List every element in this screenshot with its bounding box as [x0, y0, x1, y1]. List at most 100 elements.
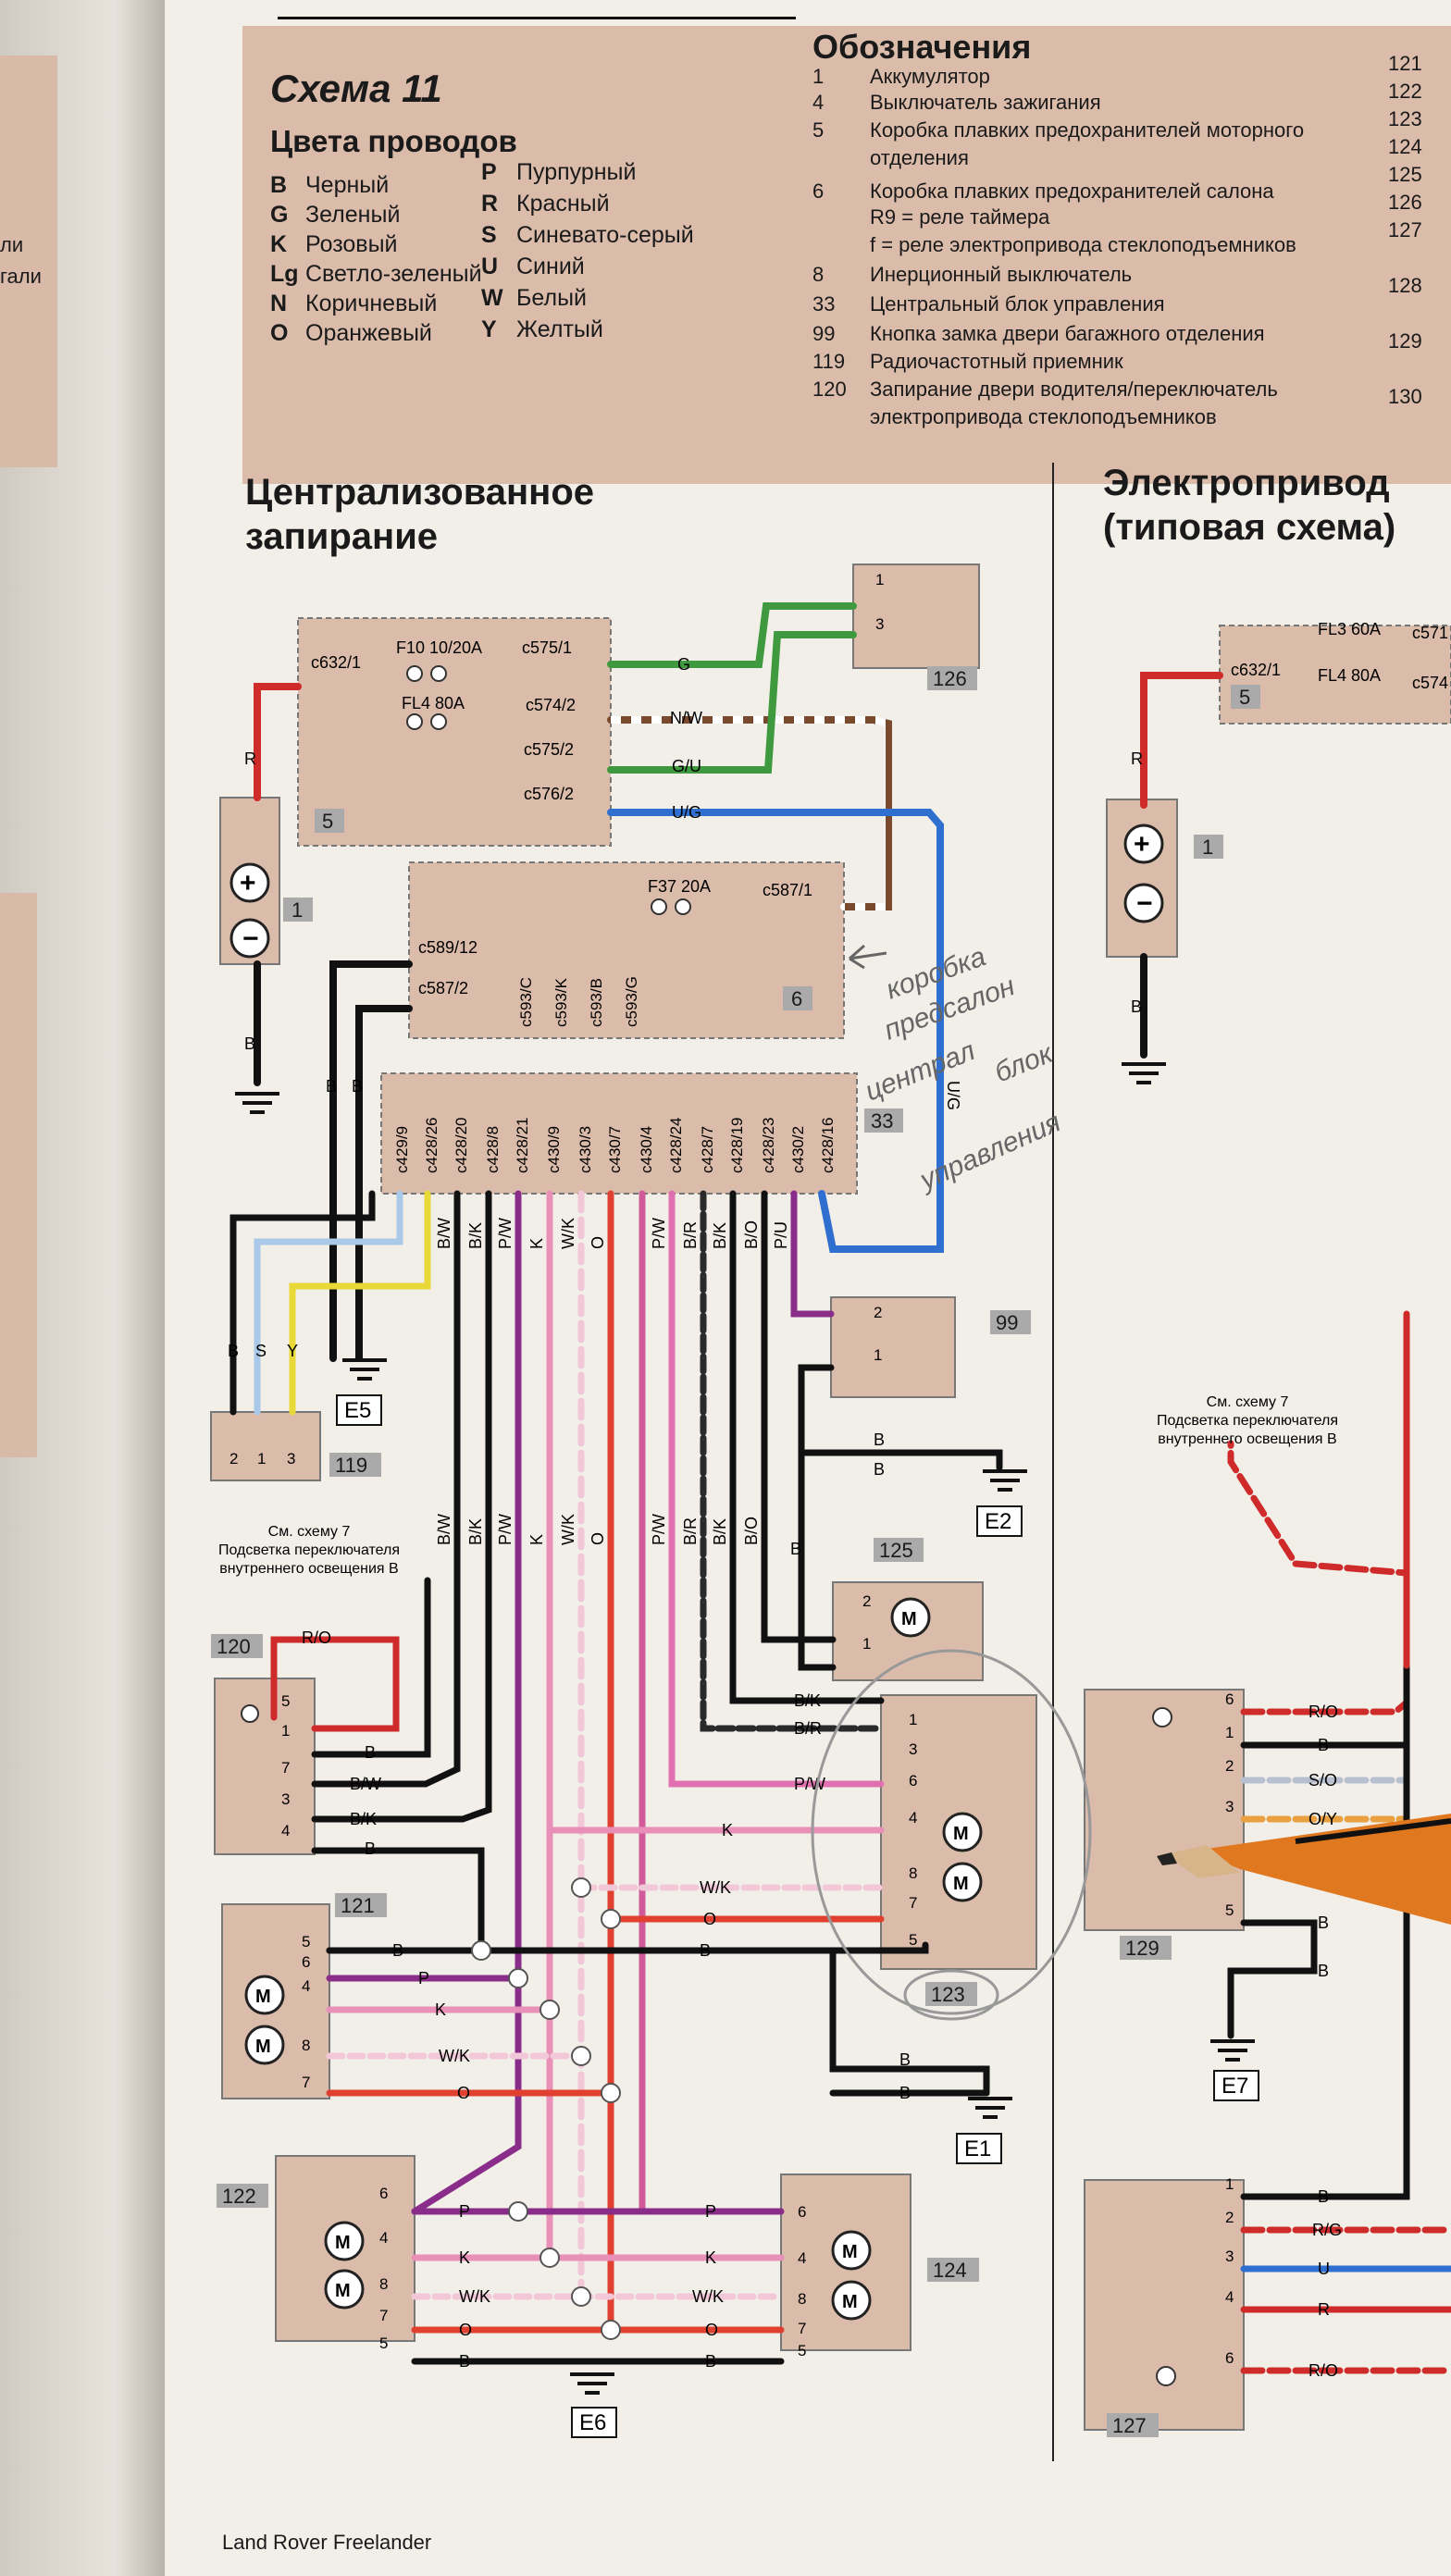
- svg-text:M: M: [842, 2242, 858, 2262]
- battery-plus-icon: [229, 862, 270, 903]
- legend-number: 128: [1388, 274, 1422, 297]
- bcm-pin: c430/7: [606, 1126, 624, 1173]
- wire-s: [254, 1190, 403, 1416]
- tag-129: 129: [1125, 1937, 1160, 1960]
- svg-text:4: 4: [379, 2229, 388, 2247]
- splice-points: [471, 1877, 621, 2340]
- svg-text:внутреннего освещения В: внутреннего освещения В: [219, 1561, 398, 1577]
- wire-label: B: [705, 2352, 716, 2371]
- ground-e5: E5: [344, 1398, 371, 1423]
- ground-e7: E7: [1222, 2074, 1248, 2099]
- left-page-text-fragment: ли: [0, 233, 24, 256]
- tag-124: 124: [933, 2259, 967, 2282]
- tag-right-1: 1: [1202, 836, 1213, 859]
- svg-text:6: 6: [302, 1953, 310, 1971]
- wire-label: K: [435, 2000, 446, 2019]
- svg-text:См. схему 7: См. схему 7: [268, 1524, 351, 1540]
- ground-icon: [235, 1092, 279, 1114]
- bcm-pin: c428/8: [484, 1126, 502, 1173]
- svg-text:6: 6: [1225, 1690, 1234, 1708]
- wire-label: R/O: [302, 1629, 331, 1647]
- right-battery-1: [1106, 799, 1178, 958]
- left-page-tan-block: [0, 56, 57, 467]
- wire-bk-123: [729, 1190, 885, 1704]
- svg-text:1: 1: [1225, 2175, 1234, 2193]
- tailgate-button-126: [852, 564, 980, 669]
- legend-number: 123: [1388, 107, 1422, 130]
- ground-icon: [570, 2372, 614, 2395]
- tag-125: 125: [879, 1539, 913, 1562]
- wire-bk: [311, 1190, 492, 1823]
- bcm-pin: c429/9: [393, 1126, 411, 1173]
- connector-c593-c: c593/C: [517, 977, 535, 1027]
- fuse-fl4: FL4 80A: [402, 694, 465, 712]
- wire-label: K: [705, 2248, 716, 2267]
- motor-icon: M: [244, 1975, 285, 2015]
- wire-battery-red: [254, 683, 302, 801]
- wire-label: K: [527, 1534, 546, 1545]
- right-connector-c574: c574: [1412, 674, 1448, 692]
- connector-labels: c632/1 c575/1 c574/2 c575/2 c576/2 c587/…: [311, 624, 1448, 997]
- wire-label: B: [1318, 1962, 1329, 1980]
- wire-label: U/G: [944, 1081, 962, 1110]
- wire-ro-129: [1227, 1440, 1410, 1715]
- wire-b-125: [798, 1440, 837, 1671]
- svg-text:внутреннего освещения В: внутреннего освещения В: [1158, 1431, 1336, 1447]
- svg-text:1: 1: [874, 1346, 882, 1364]
- wire-label: B: [1318, 1913, 1329, 1932]
- svg-text:6: 6: [1225, 2349, 1234, 2367]
- wire-label: B: [228, 1342, 239, 1360]
- svg-text:1: 1: [257, 1450, 266, 1468]
- handwritten-note: блок: [990, 1037, 1058, 1088]
- svg-text:7: 7: [281, 1759, 290, 1777]
- wire-nw: [607, 716, 892, 910]
- wire-pu: [790, 1190, 835, 1318]
- ground-icon: [1122, 1062, 1166, 1084]
- wire-label: B/K: [350, 1810, 377, 1828]
- tag-33: 33: [871, 1109, 893, 1133]
- ground-e6: E6: [579, 2410, 606, 2435]
- motor-icon: M: [831, 2230, 872, 2271]
- section-title-power-windows: Электропривод(типовая схема): [1103, 463, 1396, 548]
- wire-label: B/R: [681, 1221, 700, 1249]
- lamp-icons: [241, 1704, 1176, 2386]
- svg-text:8: 8: [798, 2290, 806, 2308]
- motor-icon: M: [244, 2025, 285, 2065]
- svg-text:M: M: [335, 2233, 351, 2253]
- wires-bottom: [270, 1310, 1451, 2374]
- svg-text:7: 7: [302, 2074, 310, 2091]
- motor-icon: M: [324, 2269, 365, 2310]
- right-battery-red: [1140, 672, 1223, 809]
- legend-row: электропривода стеклоподъемников: [870, 405, 1217, 428]
- legend-number: 124: [1388, 135, 1422, 158]
- wire-label: B/W: [435, 1514, 453, 1545]
- wire-label: B: [700, 1941, 711, 1960]
- wire-label: K: [527, 1238, 546, 1249]
- ground-e2: E2: [985, 1509, 1011, 1534]
- svg-text:1: 1: [862, 1635, 871, 1653]
- svg-text:5: 5: [798, 2342, 806, 2359]
- tag-5: 5: [322, 810, 333, 833]
- wire-label: B/K: [711, 1518, 729, 1545]
- wire-label: P: [418, 1969, 429, 1988]
- connector-c593-g: c593/G: [623, 976, 640, 1027]
- wires-bundle: [229, 1190, 1003, 2334]
- engine-fusebox-5: [297, 617, 612, 847]
- top-rule: [278, 17, 796, 19]
- ground-symbols: [235, 1062, 1255, 2395]
- svg-text:M: M: [953, 1824, 969, 1844]
- legend-title: Обозначения: [812, 28, 1032, 66]
- tag-1: 1: [291, 898, 303, 922]
- connector-c575-1: c575/1: [522, 638, 572, 657]
- wire-label: R/G: [1312, 2221, 1342, 2239]
- wire-label: B: [1318, 2187, 1329, 2206]
- svg-text:7: 7: [379, 2307, 388, 2324]
